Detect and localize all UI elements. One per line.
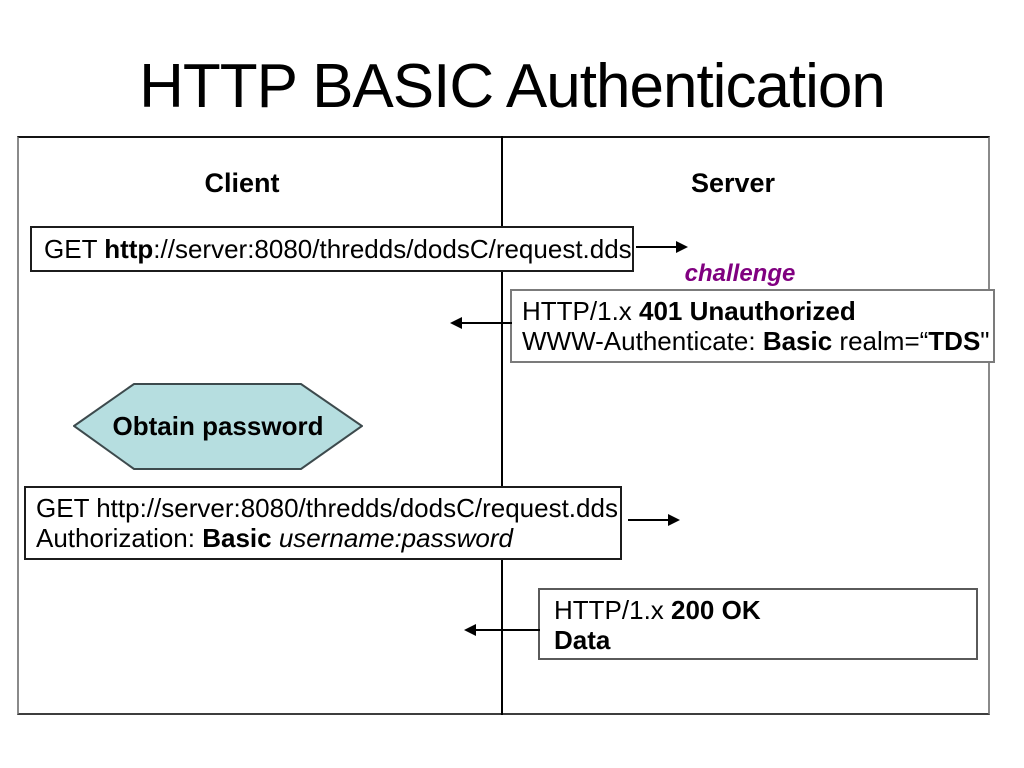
response-200-body-line: Data bbox=[554, 625, 976, 655]
arrow-right-icon bbox=[636, 241, 688, 253]
realm-prefix: realm=“ bbox=[832, 326, 929, 356]
response-200-status: 200 OK bbox=[671, 595, 761, 625]
request1-method: GET bbox=[44, 233, 105, 264]
client-lane-header: Client bbox=[204, 168, 280, 198]
server-lane-header: Server bbox=[690, 168, 776, 198]
response-401-header-line: WWW-Authenticate: Basic realm=“TDS" bbox=[522, 326, 993, 356]
request2-url-line: GET http://server:8080/thredds/dodsC/req… bbox=[36, 493, 618, 523]
credentials: username:password bbox=[271, 523, 513, 553]
hexagon-label: Obtain password bbox=[112, 411, 324, 441]
response-200-body: Data bbox=[554, 625, 611, 655]
response-200-proto: HTTP/1.x bbox=[554, 595, 672, 625]
arrow-left-icon bbox=[464, 624, 540, 636]
response-401-status-line: HTTP/1.x 401 Unauthorized bbox=[522, 296, 993, 326]
hexagon-shape-icon bbox=[73, 383, 363, 470]
request1-text: GET http://server:8080/thredds/dodsC/req… bbox=[44, 234, 632, 265]
arrow-left-icon bbox=[450, 317, 512, 329]
response-200-box: HTTP/1.x 200 OK Data bbox=[538, 588, 978, 660]
auth-scheme: Basic bbox=[762, 326, 833, 356]
response-200-status-line: HTTP/1.x 200 OK bbox=[554, 595, 976, 625]
response-401-status: 401 Unauthorized bbox=[639, 296, 856, 326]
lane-divider bbox=[501, 136, 503, 715]
obtain-password-hexagon bbox=[73, 383, 363, 470]
arrow-right-icon bbox=[628, 514, 680, 526]
request2-box: GET http://server:8080/thredds/dodsC/req… bbox=[24, 486, 622, 560]
challenge-label: challenge bbox=[684, 260, 796, 287]
authorization-header: Authorization: bbox=[36, 523, 203, 553]
auth-scheme-2: Basic bbox=[202, 523, 272, 553]
request1-box: GET http://server:8080/thredds/dodsC/req… bbox=[30, 226, 634, 272]
response-401-proto: HTTP/1.x bbox=[522, 296, 640, 326]
response-401-box: HTTP/1.x 401 Unauthorized WWW-Authentica… bbox=[510, 289, 995, 363]
request2-auth-line: Authorization: Basic username:password bbox=[36, 523, 620, 553]
request1-scheme: http bbox=[104, 233, 154, 264]
request1-url: ://server:8080/thredds/dodsC/request.dds bbox=[153, 233, 632, 264]
realm-suffix: " bbox=[980, 326, 990, 356]
page-title: HTTP BASIC Authentication bbox=[139, 52, 886, 121]
www-authenticate-header: WWW-Authenticate: bbox=[522, 326, 763, 356]
realm-value: TDS bbox=[928, 326, 981, 356]
